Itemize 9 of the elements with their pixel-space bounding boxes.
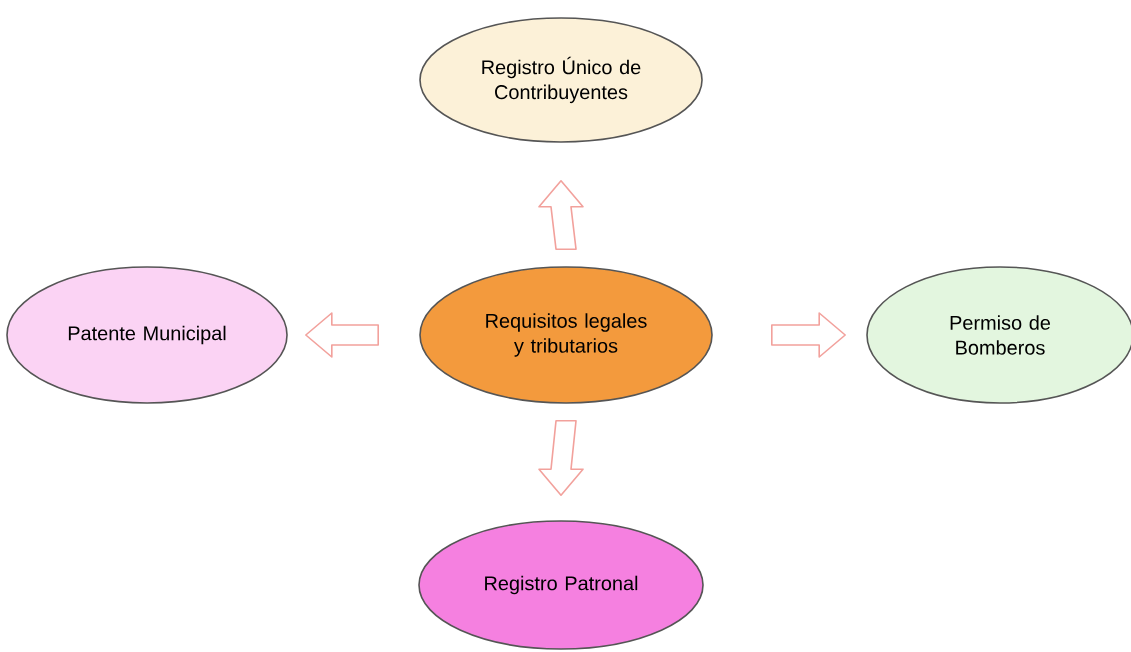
ellipse-node: Registro Patronal — [418, 520, 704, 650]
ellipse-node: Requisitos legales y tributarios — [419, 266, 713, 404]
block-arrow — [538, 420, 584, 496]
ellipse-node: Registro Único de Contribuyentes — [419, 17, 703, 143]
block-arrow — [771, 312, 846, 358]
block-arrow — [538, 180, 584, 250]
ellipse-node: Patente Municipal — [6, 266, 288, 404]
ellipse-node: Permiso de Bomberos — [866, 266, 1131, 404]
block-arrow — [305, 312, 379, 358]
